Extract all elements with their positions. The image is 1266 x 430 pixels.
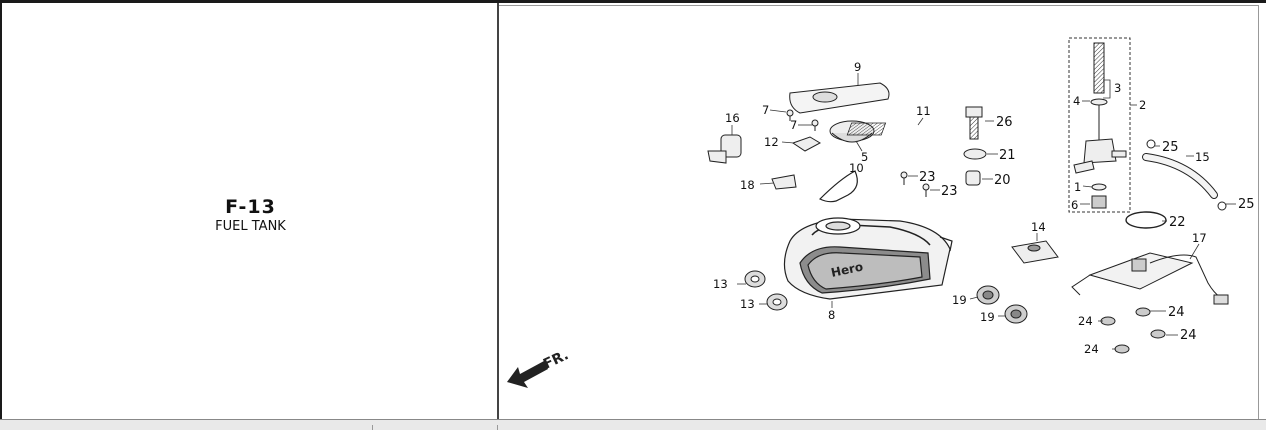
front-arrow-icon [507,361,548,388]
part-label-5: 5 [861,150,868,164]
title-panel: F-13 FUEL TANK [0,3,497,419]
screw-7-drawing [786,109,819,131]
part-label-7a: 7 [762,103,769,117]
figure-title: FUEL TANK [215,219,286,234]
part-label-21: 21 [999,148,1016,163]
part-label-11: 11 [916,104,931,118]
fuel-cock-drawing [1073,42,1127,209]
front-direction-indicator: FR. [507,347,571,388]
leader-lines [731,73,1236,350]
part-label-23b: 23 [941,184,958,199]
part-label-25b: 25 [1238,197,1255,212]
part-label-25a: 25 [1162,140,1179,155]
part-label-10: 10 [849,161,864,175]
part-label-13a: 13 [713,277,728,291]
part-label-23a: 23 [919,170,936,185]
front-label: FR. [541,347,571,372]
rubber-19-drawing [976,285,1028,324]
cap-cover-drawing [789,82,890,114]
bracket-18-drawing [771,174,797,190]
key-lock-drawing [707,134,742,164]
title-block: F-13 FUEL TANK [2,196,499,234]
nut-24-drawing [1100,307,1166,354]
exploded-parts-diagram: Hero [507,37,1255,388]
tank-logo: Hero [830,260,865,280]
part-label-19b: 19 [980,310,995,324]
part-label-24c: 24 [1180,328,1197,343]
part-label-26: 26 [996,115,1013,130]
screw-23-drawing [900,171,930,197]
part-label-7b: 7 [790,118,797,132]
clip-10-drawing [818,170,858,203]
figure-code: F-13 [225,196,276,218]
part-label-22: 22 [1169,215,1186,230]
part-label-1: 1 [1074,180,1081,194]
part-label-24a: 24 [1078,314,1093,328]
part-label-24b: 24 [1168,305,1185,320]
washer-21-drawing [963,148,987,160]
diagram-panel: Hero [499,5,1259,419]
bolt-drawing [965,106,983,140]
part-label-13b: 13 [740,297,755,311]
part-label-16: 16 [725,111,740,125]
bottom-table-strip [0,419,1266,430]
fuel-tank-drawing: Hero [783,217,953,300]
part-label-17: 17 [1192,231,1207,245]
part-label-24d: 24 [1084,342,1099,356]
part-label-19a: 19 [952,293,967,307]
part-label-8: 8 [828,308,835,322]
panel-divider [497,3,499,419]
gasket-12-drawing [791,136,822,152]
part-labels: 9 7 7 11 26 12 16 5 10 18 21 20 23 23 13… [713,60,1255,356]
part-label-6: 6 [1071,198,1078,212]
part-label-2: 2 [1139,98,1146,112]
fuel-cock-group-box [1068,37,1131,213]
part-label-4: 4 [1073,94,1080,108]
rubber-13-drawing [744,270,788,311]
part-label-14: 14 [1031,220,1046,234]
part-label-9: 9 [854,60,861,74]
clip-25-drawing [1146,139,1156,149]
fuel-sensor-drawing [1071,252,1229,305]
part-label-12: 12 [764,135,779,149]
part-label-20: 20 [994,173,1011,188]
part-label-3: 3 [1114,81,1121,95]
o-ring-drawing [1125,211,1167,229]
strainer-drawing [846,122,887,136]
part-label-18: 18 [740,178,755,192]
bracket-14-drawing [1011,240,1059,264]
collar-20-drawing [965,170,981,186]
part-label-15: 15 [1195,150,1210,164]
